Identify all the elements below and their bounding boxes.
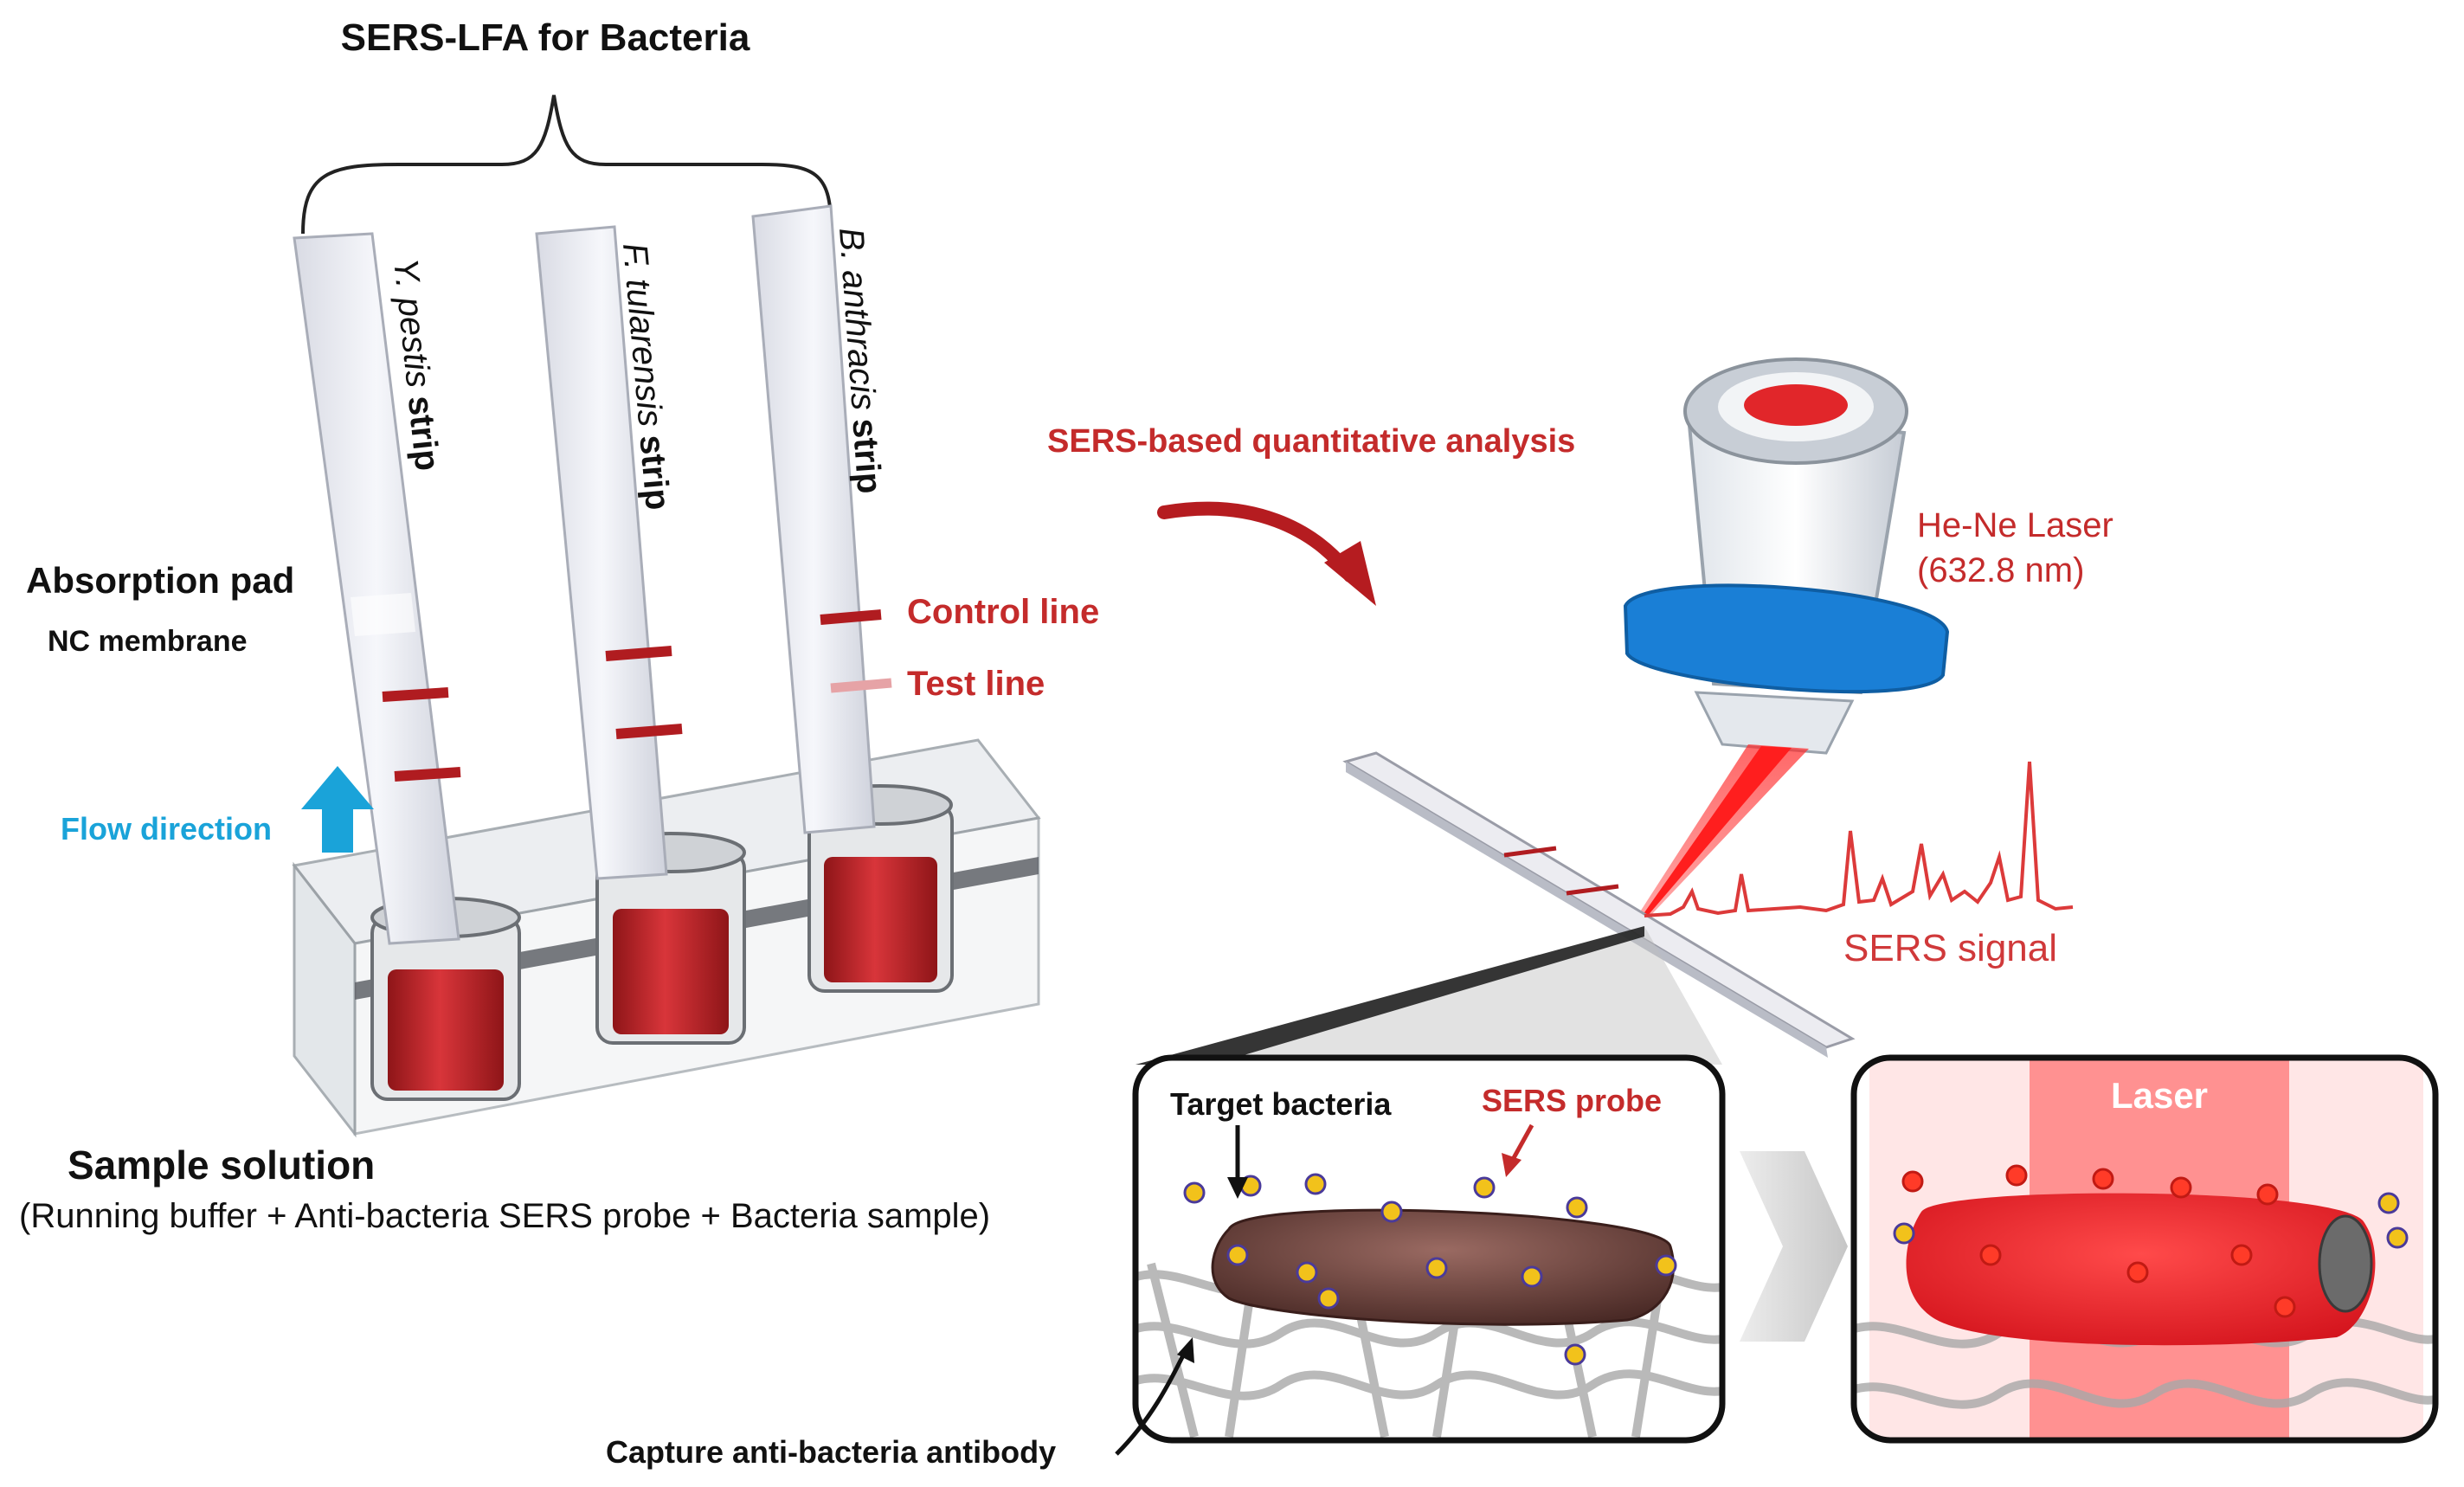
sers-probe-label: SERS probe — [1482, 1083, 1662, 1118]
test-line-3 — [830, 678, 892, 693]
test-line-label: Test line — [907, 665, 1045, 703]
curved-arrow-icon — [1157, 501, 1357, 583]
inset-laser-illumination — [1850, 1054, 2439, 1444]
sers-spectrum-line — [1644, 761, 2074, 917]
flow-direction-label: Flow direction — [61, 811, 272, 846]
sers-signal-label: SERS signal — [1843, 927, 2057, 969]
analysis-label: SERS-based quantitative analysis — [1047, 423, 1575, 460]
test-line-2 — [615, 724, 683, 739]
nc-membrane-label: NC membrane — [48, 625, 248, 658]
laser-name-label: He-Ne Laser — [1917, 506, 2113, 544]
curved-arrow-head-icon — [1324, 541, 1376, 606]
sample-composition-label: (Running buffer + Anti-bacteria SERS pro… — [19, 1197, 990, 1235]
control-line-3 — [820, 609, 882, 625]
flow-direction-arrow-icon — [301, 766, 374, 853]
capture-antibody-label: Capture anti-bacteria antibody — [606, 1434, 1056, 1470]
strip-label-b-anthracis: B. anthracisstrip — [832, 227, 888, 495]
control-line-label: Control line — [907, 593, 1099, 631]
strip-y-pestis — [293, 232, 461, 945]
inset-bacteria-capture — [1132, 1054, 1726, 1444]
diagram-title: SERS-LFA for Bacteria — [341, 16, 750, 59]
sample-solution-label: Sample solution — [68, 1143, 375, 1188]
strip-b-anthracis — [751, 204, 892, 834]
strip-f-tularensis — [535, 225, 683, 880]
test-line-1 — [394, 767, 461, 782]
target-bacteria-label: Target bacteria — [1170, 1086, 1392, 1122]
control-line-1 — [382, 687, 449, 702]
laser-device — [1623, 357, 1950, 917]
capture-antibody-arrow-icon — [1115, 1349, 1188, 1456]
transition-arrow-icon — [1740, 1151, 1848, 1342]
analyzed-strip — [1342, 751, 1856, 1058]
laser-label: Laser — [2111, 1075, 2208, 1116]
curly-brace — [301, 94, 833, 235]
absorption-pad-label: Absorption pad — [26, 560, 294, 601]
sample-tube-2 — [595, 832, 746, 1045]
control-line-2 — [605, 646, 672, 661]
laser-wavelength-label: (632.8 nm) — [1917, 551, 2084, 589]
